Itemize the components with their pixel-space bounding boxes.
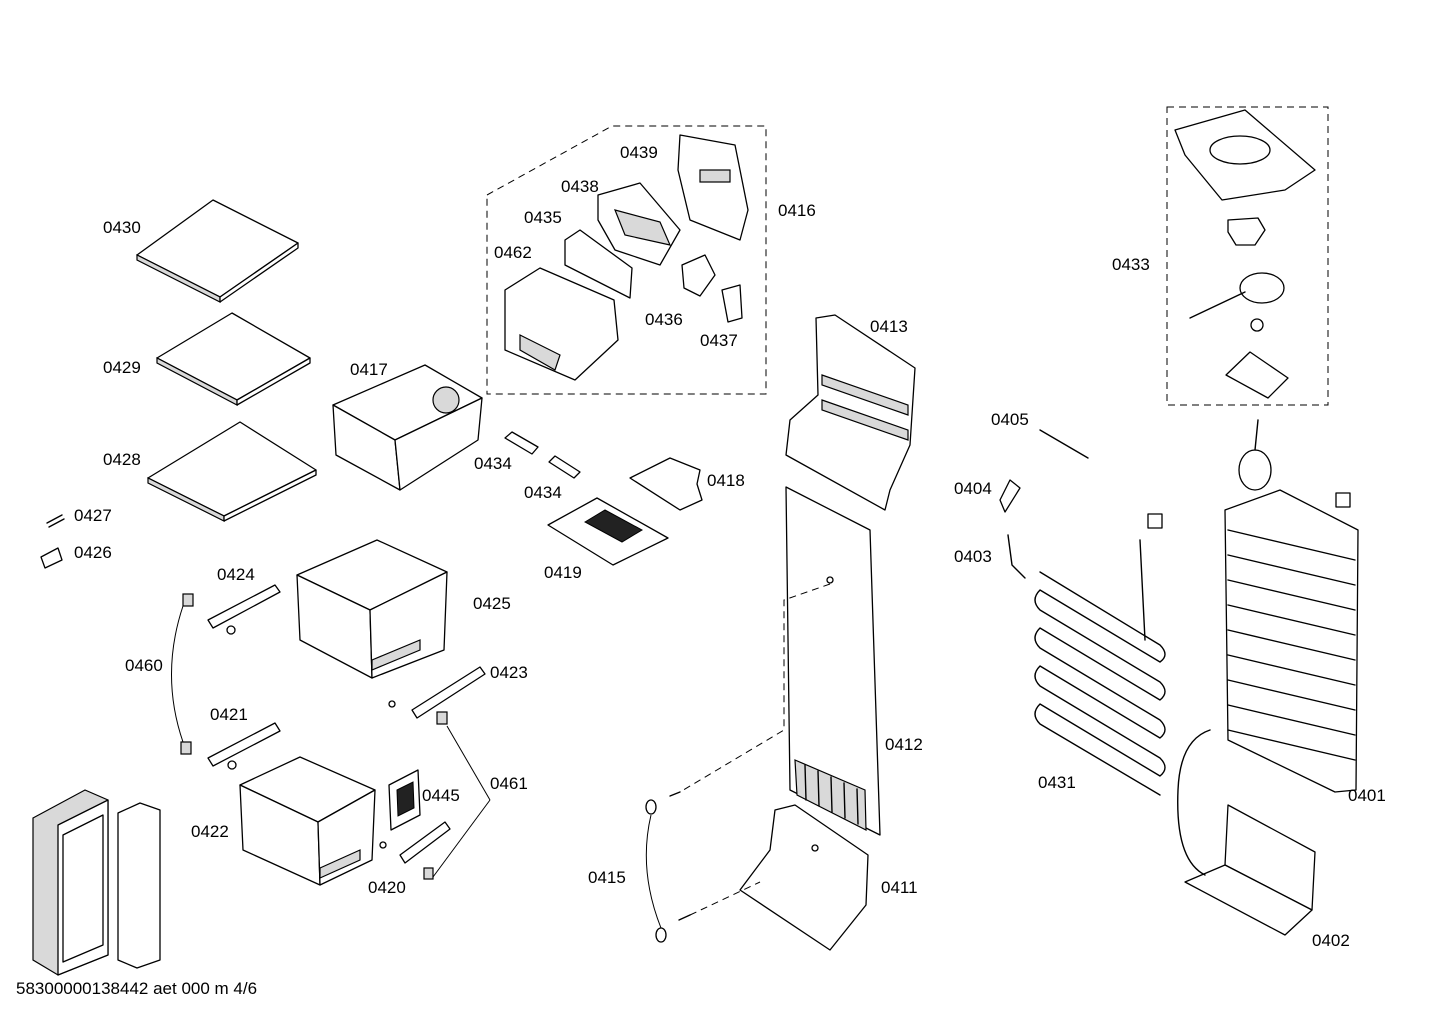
label-0434-lower: 0434: [524, 483, 562, 502]
rail-0424: [182, 584, 281, 635]
label-0419: 0419: [544, 563, 582, 582]
icemaker-group-0416: [486, 125, 767, 395]
shelf-0428: [147, 421, 317, 522]
plate-0419: [547, 497, 669, 566]
label-0415: 0415: [588, 868, 626, 887]
clip-0404: [999, 479, 1021, 513]
fan-group-0433: [1166, 106, 1329, 406]
label-0461: 0461: [490, 774, 528, 793]
panel-0445: [388, 769, 421, 831]
fan-shroud: [1174, 109, 1316, 201]
icemaker-0438: [597, 182, 681, 266]
fan-nut: [1250, 318, 1264, 332]
bottom-cover-0411: [739, 804, 869, 951]
label-0405: 0405: [991, 410, 1029, 429]
label-0427: 0427: [74, 506, 112, 525]
label-0420: 0420: [368, 878, 406, 897]
icemaker-bracket-0439: [677, 134, 749, 241]
back-panel-0412: [785, 486, 881, 836]
fitting-0434-lower: [548, 455, 581, 479]
label-0436: 0436: [645, 310, 683, 329]
sensor-0405: [1039, 429, 1089, 459]
fan-motor: [1189, 272, 1285, 319]
drawer-0425: [296, 539, 448, 679]
cover-0435: [564, 229, 633, 299]
label-0460: 0460: [125, 656, 163, 675]
fan-blade: [1227, 217, 1266, 246]
label-0426: 0426: [74, 543, 112, 562]
plate-0418: [629, 457, 703, 511]
drip-tray-0402: [1177, 729, 1316, 936]
evaporator-0401: [1224, 419, 1359, 793]
label-0445: 0445: [422, 786, 460, 805]
label-0411: 0411: [881, 878, 918, 897]
label-0412: 0412: [885, 735, 923, 754]
label-0401: 0401: [1348, 786, 1386, 805]
label-0418: 0418: [707, 471, 745, 490]
valve-0437: [721, 284, 743, 323]
drawer-0422: [239, 756, 376, 886]
rail-0421: [180, 722, 281, 770]
label-0438: 0438: [561, 177, 599, 196]
sensor-0403: [1007, 534, 1026, 579]
label-0424: 0424: [217, 565, 255, 584]
label-0429: 0429: [103, 358, 141, 377]
cap-0426: [40, 547, 63, 569]
shelf-0430: [136, 199, 299, 303]
label-0417: 0417: [350, 360, 388, 379]
shelf-0429: [156, 312, 311, 406]
label-0434-upper: 0434: [474, 454, 512, 473]
label-0404: 0404: [954, 479, 992, 498]
label-0439: 0439: [620, 143, 658, 162]
label-0403: 0403: [954, 547, 992, 566]
label-0425: 0425: [473, 594, 511, 613]
label-0421: 0421: [210, 705, 248, 724]
defrost-heater-0431: [1034, 513, 1166, 796]
label-0437: 0437: [700, 331, 738, 350]
duct-cover-0413: [785, 314, 916, 511]
ice-tray-0462: [504, 267, 619, 381]
label-0402: 0402: [1312, 931, 1350, 950]
label-0433: 0433: [1112, 255, 1150, 274]
rail-0423: [388, 666, 486, 725]
door-frame: [32, 789, 161, 976]
plugs-0415: [645, 791, 691, 943]
rail-0420: [379, 821, 451, 880]
label-0431: 0431: [1038, 773, 1076, 792]
fitting-0434-upper: [504, 431, 539, 455]
label-0422: 0422: [191, 822, 229, 841]
motor-0436: [681, 254, 716, 297]
label-0413: 0413: [870, 317, 908, 336]
drawing-reference: 58300000138442 aet 000 m 4/6: [16, 979, 258, 998]
ice-bin-0417: [332, 364, 483, 491]
fan-bracket: [1225, 351, 1289, 399]
clip-0427: [46, 514, 65, 528]
label-0423: 0423: [490, 663, 528, 682]
label-0416: 0416: [778, 201, 816, 220]
label-0462: 0462: [494, 243, 532, 262]
label-0430: 0430: [103, 218, 141, 237]
label-0435: 0435: [524, 208, 562, 227]
label-0428: 0428: [103, 450, 141, 469]
